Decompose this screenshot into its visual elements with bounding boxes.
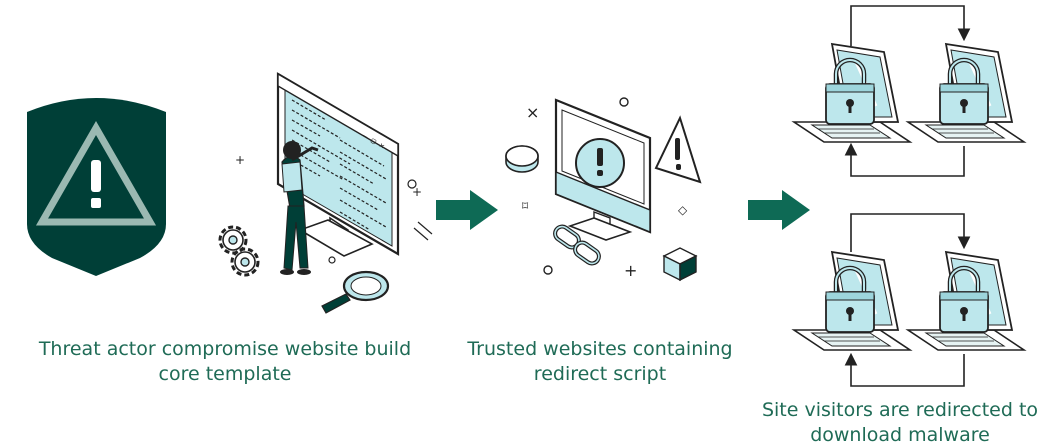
redirect-loop-bottom: [844, 213, 971, 387]
stage-1-caption: Threat actor compromise website build co…: [30, 337, 420, 387]
caption-line: download malware: [810, 424, 990, 446]
svg-text:⌑: ⌑: [522, 199, 529, 213]
magnifier-icon: [321, 270, 390, 314]
svg-text:+: +: [624, 261, 637, 280]
svg-text:×: ×: [526, 103, 539, 122]
locked-laptop-icon: [794, 44, 1024, 350]
warning-monitor-icon: × ⌑ ◇ +: [505, 97, 702, 280]
arrow-right-icon: [748, 190, 810, 230]
caption-line: Trusted websites containing: [467, 338, 733, 360]
caption-line: core template: [158, 363, 292, 385]
svg-text:+: +: [412, 185, 422, 199]
cube-icon: [662, 247, 698, 282]
redirect-loop-top: [844, 5, 971, 177]
developer-at-monitor-icon: — ▢ ✕ + +: [235, 72, 433, 275]
stage-2-caption: Trusted websites containing redirect scr…: [450, 337, 750, 387]
caption-line: Site visitors are redirected to: [761, 399, 1039, 421]
stage-3-caption: Site visitors are redirected to download…: [760, 398, 1040, 448]
gear-icon: [218, 225, 260, 277]
svg-text:◇: ◇: [678, 203, 688, 217]
caption-line: redirect script: [533, 363, 667, 385]
warning-shield-icon: [27, 98, 166, 276]
svg-text:+: +: [235, 153, 245, 167]
arrow-right-icon: [436, 190, 498, 230]
chain-link-icon: [553, 224, 601, 266]
caption-line: Threat actor compromise website build: [38, 338, 412, 360]
